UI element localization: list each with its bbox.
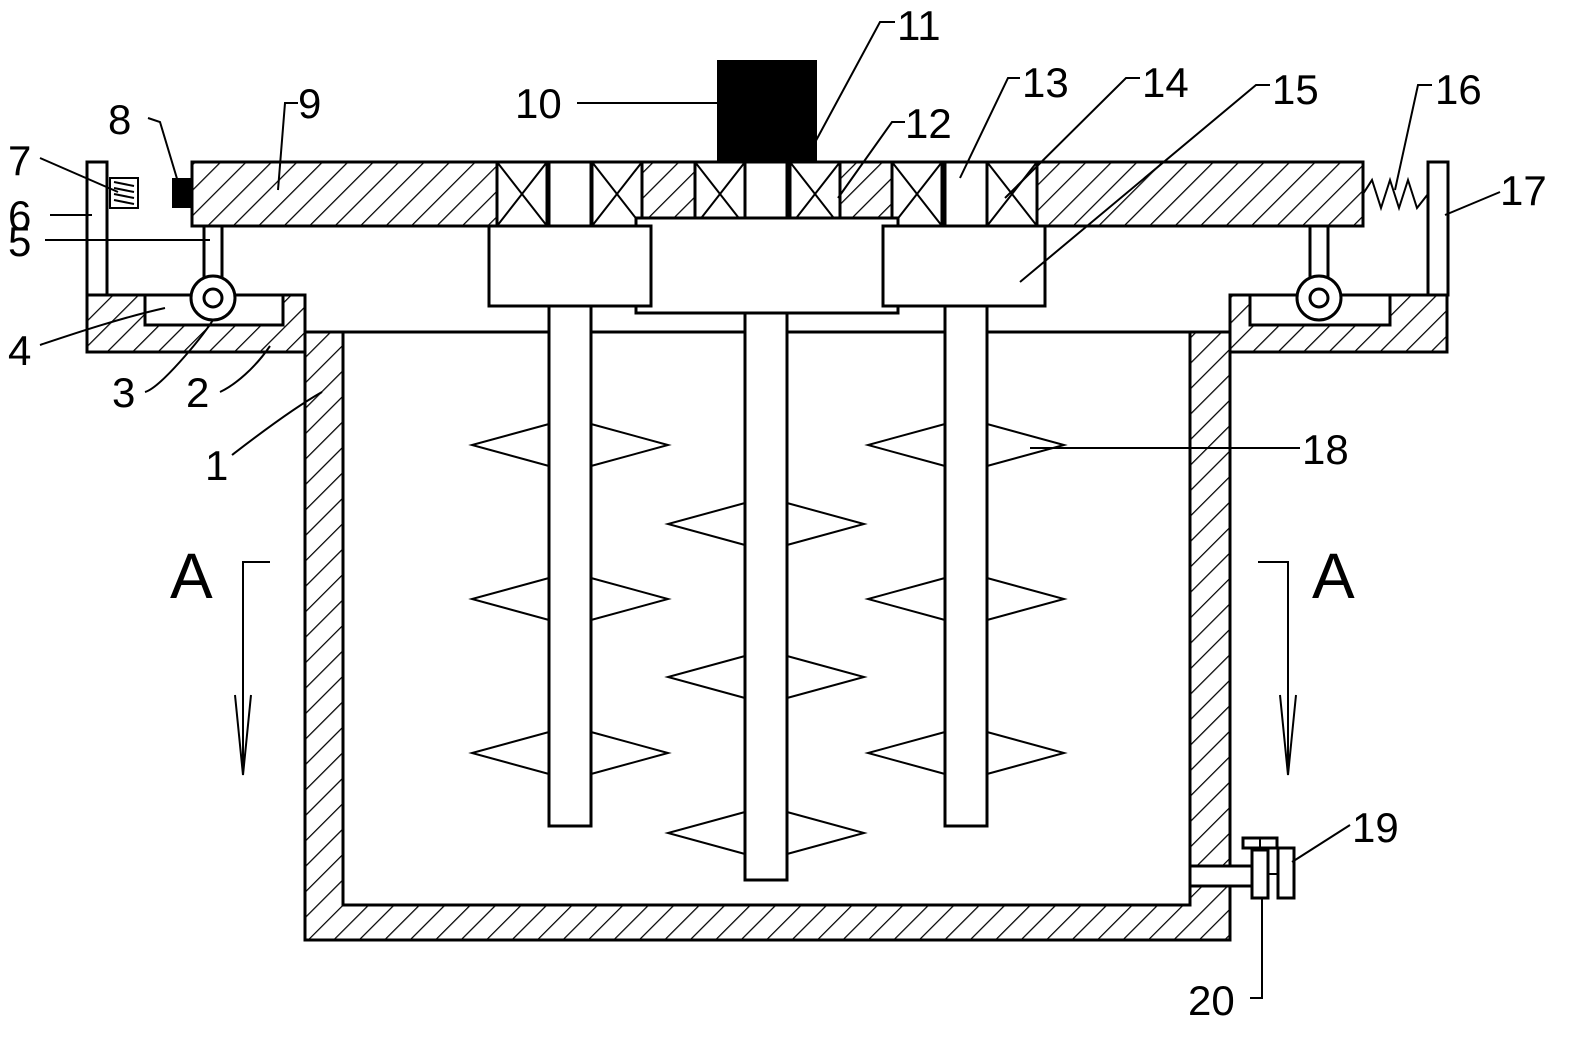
- outlet-valve: [1188, 836, 1296, 900]
- latch-block: [172, 178, 192, 208]
- callout-20: 20: [1188, 977, 1235, 1024]
- section-label-right: A: [1312, 540, 1355, 612]
- bearing: [890, 160, 944, 228]
- callout-19: 19: [1352, 804, 1399, 851]
- callout-14: 14: [1142, 59, 1189, 106]
- stirring-blades: [468, 423, 1068, 855]
- callout-12: 12: [905, 100, 952, 147]
- callout-2: 2: [186, 369, 209, 416]
- callout-labels: 1 2 3 4 5 6 7 8 9 10 11 12 13 14 15 16 1…: [8, 2, 1547, 1024]
- left-gear: [487, 224, 653, 308]
- center-gear: [634, 216, 900, 315]
- right-gear: [881, 224, 1047, 308]
- right-stop-plate: [1426, 160, 1450, 297]
- motor: [717, 60, 817, 162]
- callout-18: 18: [1302, 426, 1349, 473]
- callout-15: 15: [1272, 66, 1319, 113]
- right-hanger: [1295, 224, 1343, 322]
- callout-5: 5: [8, 218, 31, 265]
- section-marker-left: A: [170, 540, 270, 776]
- callout-6: 6: [8, 192, 31, 239]
- bearing: [985, 160, 1039, 228]
- callout-13: 13: [1022, 59, 1069, 106]
- left-stop-plate: [85, 160, 109, 297]
- callout-16: 16: [1435, 66, 1482, 113]
- bearing: [590, 160, 644, 228]
- callout-4: 4: [8, 327, 31, 374]
- section-marker-right: A: [1258, 540, 1355, 776]
- left-rail: [85, 293, 307, 354]
- callout-10: 10: [515, 80, 562, 127]
- callout-9: 9: [298, 80, 321, 127]
- bearing: [788, 160, 842, 228]
- bearing: [693, 160, 747, 228]
- callout-17: 17: [1500, 167, 1547, 214]
- callout-8: 8: [108, 96, 131, 143]
- callout-7: 7: [8, 137, 31, 184]
- callout-3: 3: [112, 369, 135, 416]
- section-label-left: A: [170, 540, 213, 612]
- bearing: [495, 160, 549, 228]
- left-hanger: [189, 224, 237, 322]
- callout-1: 1: [205, 442, 228, 489]
- left-spring: [109, 177, 139, 209]
- leader-lines: [39, 21, 1501, 999]
- right-spring: [1362, 176, 1429, 212]
- callout-11: 11: [897, 2, 941, 49]
